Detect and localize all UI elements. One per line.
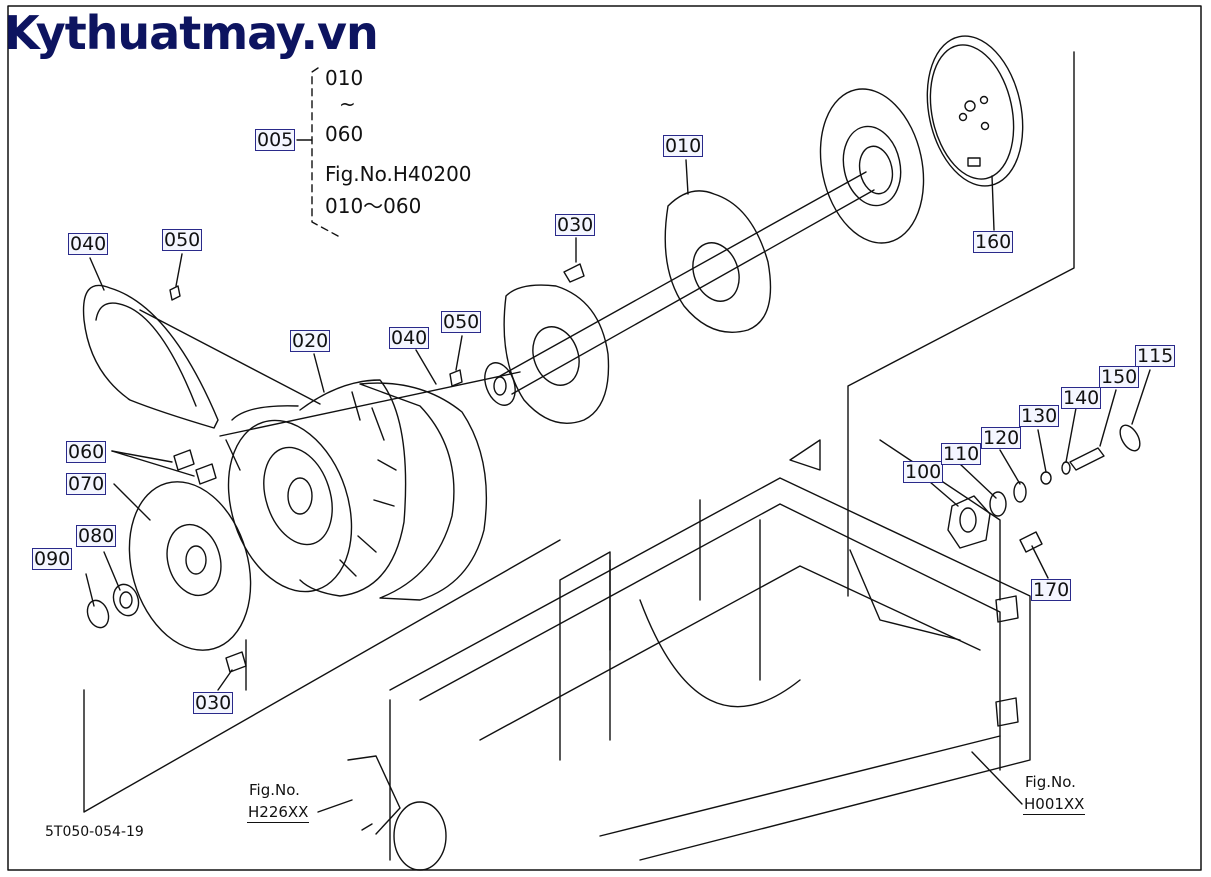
note-range-end: 060: [325, 122, 364, 146]
part-label-170[interactable]: 170: [1031, 579, 1072, 601]
part-label-115[interactable]: 115: [1135, 345, 1176, 367]
part-label-040-left[interactable]: 040: [68, 233, 109, 255]
drawing-border: [7, 5, 1202, 871]
part-label-070[interactable]: 070: [66, 473, 107, 495]
note-fig-ref: Fig.No.H40200: [325, 162, 472, 186]
seal-115: [1119, 424, 1141, 452]
plate-mid: [484, 284, 610, 424]
part-label-050-left[interactable]: 050: [162, 229, 203, 251]
part-label-130[interactable]: 130: [1019, 405, 1060, 427]
part-label-080[interactable]: 080: [76, 525, 117, 547]
chassis-frame: [389, 439, 1031, 861]
bearing-110: [989, 491, 1007, 517]
fig-ref-right-line1: Fig.No.: [1025, 773, 1076, 791]
hub-assembly-left: [347, 755, 447, 871]
rear-disc-160: [926, 35, 1024, 187]
rotor-020: [225, 379, 407, 597]
bolt-170: [1019, 531, 1043, 553]
fig-ref-left-line1: Fig.No.: [249, 781, 300, 799]
part-label-030-bottom[interactable]: 030: [193, 692, 234, 714]
disc-070: [128, 481, 252, 651]
part-label-120[interactable]: 120: [981, 427, 1022, 449]
ring-090: [86, 599, 110, 629]
bearing-housing-100: [947, 495, 991, 549]
note-bracket: [296, 67, 339, 237]
drawing-code: 5T050-054-19: [45, 824, 144, 840]
part-label-040-mid[interactable]: 040: [389, 327, 430, 349]
flange-040-left: [82, 284, 219, 429]
bolt-030-bottom: [225, 651, 247, 673]
bolt-150: [1069, 447, 1105, 471]
washer-140: [1061, 461, 1071, 475]
fig-ref-right-line2[interactable]: H001XX: [1023, 795, 1086, 815]
part-label-060[interactable]: 060: [66, 441, 107, 463]
fig-ref-left-line2[interactable]: H226XX: [247, 803, 310, 823]
part-label-100[interactable]: 100: [903, 461, 944, 483]
watermark-logo: Kythuatmay.vn: [4, 6, 379, 60]
part-label-030-top[interactable]: 030: [555, 214, 596, 236]
bolt-030-top: [563, 263, 585, 283]
callout-005[interactable]: 005: [255, 129, 296, 151]
washer-130: [1040, 471, 1052, 485]
note-tilde: ~: [339, 92, 356, 116]
main-shaft: [499, 171, 875, 395]
part-label-150[interactable]: 150: [1099, 366, 1140, 388]
bolt-060-a: [173, 449, 195, 471]
bolt-050-mid: [449, 369, 463, 387]
part-label-020[interactable]: 020: [290, 330, 331, 352]
plate-010: [664, 190, 772, 333]
part-label-050-mid[interactable]: 050: [441, 311, 482, 333]
part-label-090[interactable]: 090: [32, 548, 73, 570]
seal-120: [1013, 481, 1027, 503]
leader-lines: [83, 51, 1151, 813]
bolt-050-left: [169, 285, 181, 301]
bearing-080: [112, 583, 140, 617]
note-fig-range: 010～060: [325, 194, 422, 218]
part-label-110[interactable]: 110: [941, 443, 982, 465]
part-label-010[interactable]: 010: [663, 135, 704, 157]
part-label-160[interactable]: 160: [973, 231, 1014, 253]
note-range-start: 010: [325, 66, 364, 90]
part-label-140[interactable]: 140: [1061, 387, 1102, 409]
flange-040-mid: [359, 382, 488, 601]
shaft-disc-right: [819, 88, 925, 244]
bolt-060-b: [195, 463, 217, 485]
